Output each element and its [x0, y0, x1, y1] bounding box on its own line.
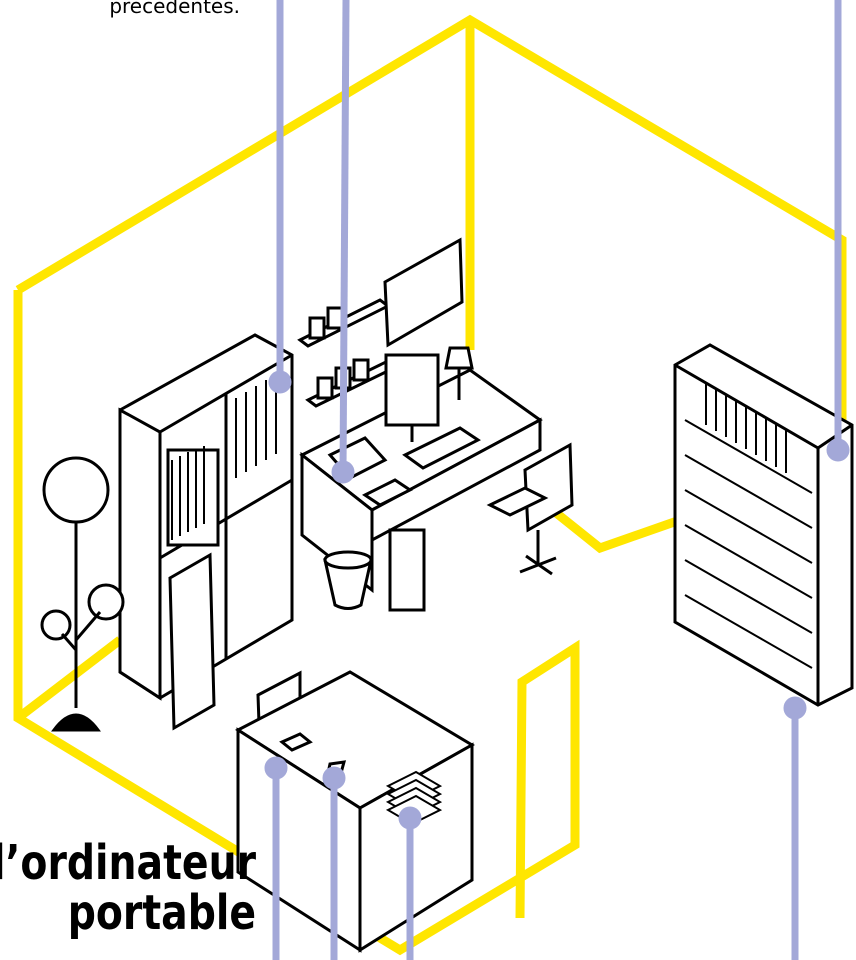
wall-board-icon	[383, 237, 464, 348]
wall-shelves	[297, 298, 401, 408]
title-line-1: l’ordinateur	[0, 835, 256, 891]
room-floor-edge	[15, 636, 123, 722]
title-heading: l’ordinateur portable	[0, 838, 256, 938]
wastebasket-icon	[323, 550, 373, 610]
bookcase-left-icon	[118, 333, 294, 731]
room-outer-wall	[13, 290, 580, 956]
shelf-unit-right-icon	[673, 343, 854, 707]
desk-lamp-icon	[444, 346, 474, 400]
book-stack-icon	[385, 770, 443, 826]
title-line-2: portable	[67, 885, 256, 941]
caption-fragment: precedentes.	[109, 0, 240, 18]
room-floor-right	[552, 508, 682, 554]
leader-lines	[264, 0, 850, 960]
office-chair-icon	[486, 442, 574, 576]
coat-rack-icon	[40, 456, 125, 732]
